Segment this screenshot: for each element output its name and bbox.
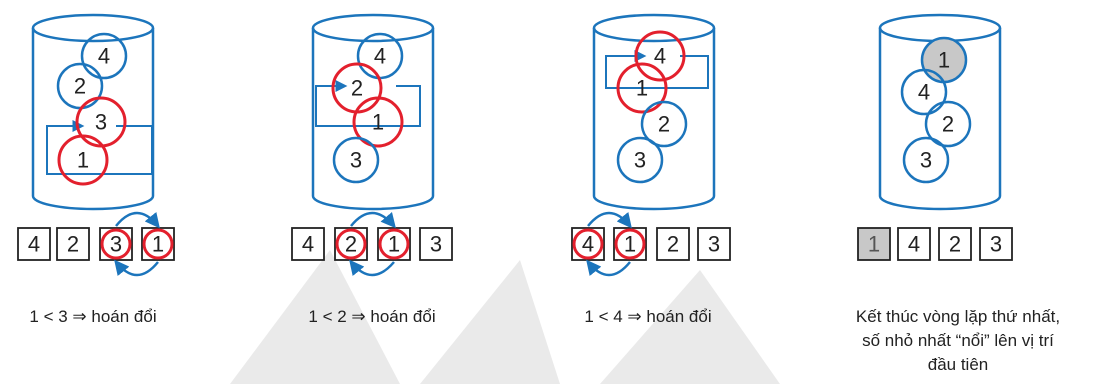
bubble-label-3-4: 3 — [634, 148, 646, 173]
panel-1: 4 2 3 1 4 2 3 1 1 < 3 ⇒ hoán đổi — [17, 13, 175, 326]
bubble-label-3-1: 4 — [654, 44, 666, 69]
highlight-ring-2-2 — [335, 228, 367, 260]
bubble-label-4-1: 1 — [938, 48, 950, 73]
bubble-3-1 — [634, 30, 686, 82]
panel-3: 4 1 2 3 4 1 2 3 1 < 4 ⇒ hoán đổi — [571, 13, 731, 326]
array-cell-2-4 — [419, 227, 453, 261]
array-value-4-4: 3 — [990, 232, 1002, 257]
array-value-2-4: 3 — [430, 232, 442, 257]
caption-1-line-1: 1 < 3 ⇒ hoán đổi — [29, 307, 156, 326]
highlight-ring-1-3 — [100, 228, 132, 260]
bubble-label-1-3: 3 — [95, 110, 107, 135]
array-row-4: 1 4 2 3 — [857, 227, 1013, 261]
array-value-4-1: 1 — [868, 232, 880, 257]
cylinder-3 — [592, 13, 716, 211]
bubble-label-1-4: 1 — [77, 148, 89, 173]
swap-arrow-bottom-3 — [586, 259, 631, 277]
array-value-2-2: 2 — [345, 232, 357, 257]
highlight-ring-2-3 — [378, 228, 410, 260]
swap-connector-3 — [605, 50, 709, 89]
bubble-label-1-2: 2 — [74, 74, 86, 99]
array-value-1-2: 2 — [67, 232, 79, 257]
swap-arrow-top-2 — [350, 211, 396, 229]
bubble-2-4 — [332, 136, 380, 184]
array-cell-3-4 — [697, 227, 731, 261]
bubble-3-2 — [616, 62, 668, 114]
array-cell-1-1 — [17, 227, 51, 261]
bubble-label-2-4: 3 — [350, 148, 362, 173]
caption-2-line-1: 1 < 2 ⇒ hoán đổi — [308, 307, 435, 326]
array-cell-3-3 — [656, 227, 690, 261]
cylinder-2 — [311, 13, 435, 211]
bubble-1-1 — [80, 32, 128, 80]
array-row-1: 4 2 3 1 — [17, 211, 175, 277]
bubble-label-1-1: 4 — [98, 44, 110, 69]
array-value-3-4: 3 — [708, 232, 720, 257]
caption-3-line-1: 1 < 4 ⇒ hoán đổi — [584, 307, 711, 326]
array-value-2-1: 4 — [302, 232, 314, 257]
array-value-4-2: 4 — [908, 232, 920, 257]
caption-4-line-1: Kết thúc vòng lặp thứ nhất, — [856, 307, 1060, 326]
swap-connector-2 — [315, 80, 421, 127]
swap-connector-1 — [46, 120, 153, 175]
bubble-label-4-4: 3 — [920, 148, 932, 173]
bubble-4-2 — [900, 68, 948, 116]
caption-4-line-3: đầu tiên — [928, 355, 989, 374]
array-value-1-3: 3 — [110, 232, 122, 257]
panel-4: 1 4 2 3 1 4 2 3 Kết thúc vòng lặp thứ nh… — [856, 13, 1060, 374]
bubble-label-3-3: 2 — [658, 112, 670, 137]
bubble-label-2-1: 4 — [374, 44, 386, 69]
array-row-3: 4 1 2 3 — [571, 211, 731, 277]
bubble-2-3 — [352, 96, 404, 148]
array-cell-2-1 — [291, 227, 325, 261]
array-value-4-3: 2 — [949, 232, 961, 257]
array-value-3-3: 2 — [667, 232, 679, 257]
swap-arrow-bottom-2 — [349, 259, 395, 277]
watermark — [230, 250, 780, 384]
panel-2: 4 2 1 3 4 2 1 3 1 < 2 ⇒ hoán đổi — [291, 13, 453, 326]
array-row-2: 4 2 1 3 — [291, 211, 453, 277]
cylinder-1 — [31, 13, 155, 211]
array-cell-4-4 — [979, 227, 1013, 261]
bubble-1-4 — [57, 134, 109, 186]
bubble-label-3-2: 1 — [636, 76, 648, 101]
highlight-ring-1-4 — [142, 228, 174, 260]
highlight-ring-3-1 — [572, 228, 604, 260]
bubble-3-4 — [616, 136, 664, 184]
array-cell-4-1 — [857, 227, 891, 261]
array-value-1-1: 4 — [28, 232, 40, 257]
array-value-3-2: 1 — [624, 232, 636, 257]
bubble-4-4 — [902, 136, 950, 184]
bubble-label-4-2: 4 — [918, 80, 930, 105]
swap-arrow-top-3 — [587, 211, 632, 229]
array-value-1-4: 1 — [152, 232, 164, 257]
highlight-ring-3-2 — [614, 228, 646, 260]
swap-arrow-top-1 — [115, 211, 160, 229]
bubble-label-2-3: 1 — [372, 110, 384, 135]
array-value-3-1: 4 — [582, 232, 594, 257]
bubble-3-3 — [640, 100, 688, 148]
swap-arrow-bottom-1 — [114, 259, 159, 277]
bubble-4-3 — [924, 100, 972, 148]
caption-4-line-2: số nhỏ nhất “nổi” lên vị trí — [862, 331, 1054, 350]
array-value-2-3: 1 — [388, 232, 400, 257]
bubble-label-2-2: 2 — [351, 76, 363, 101]
array-cell-4-2 — [897, 227, 931, 261]
array-cell-4-3 — [938, 227, 972, 261]
array-cell-1-2 — [56, 227, 90, 261]
bubble-label-4-3: 2 — [942, 112, 954, 137]
